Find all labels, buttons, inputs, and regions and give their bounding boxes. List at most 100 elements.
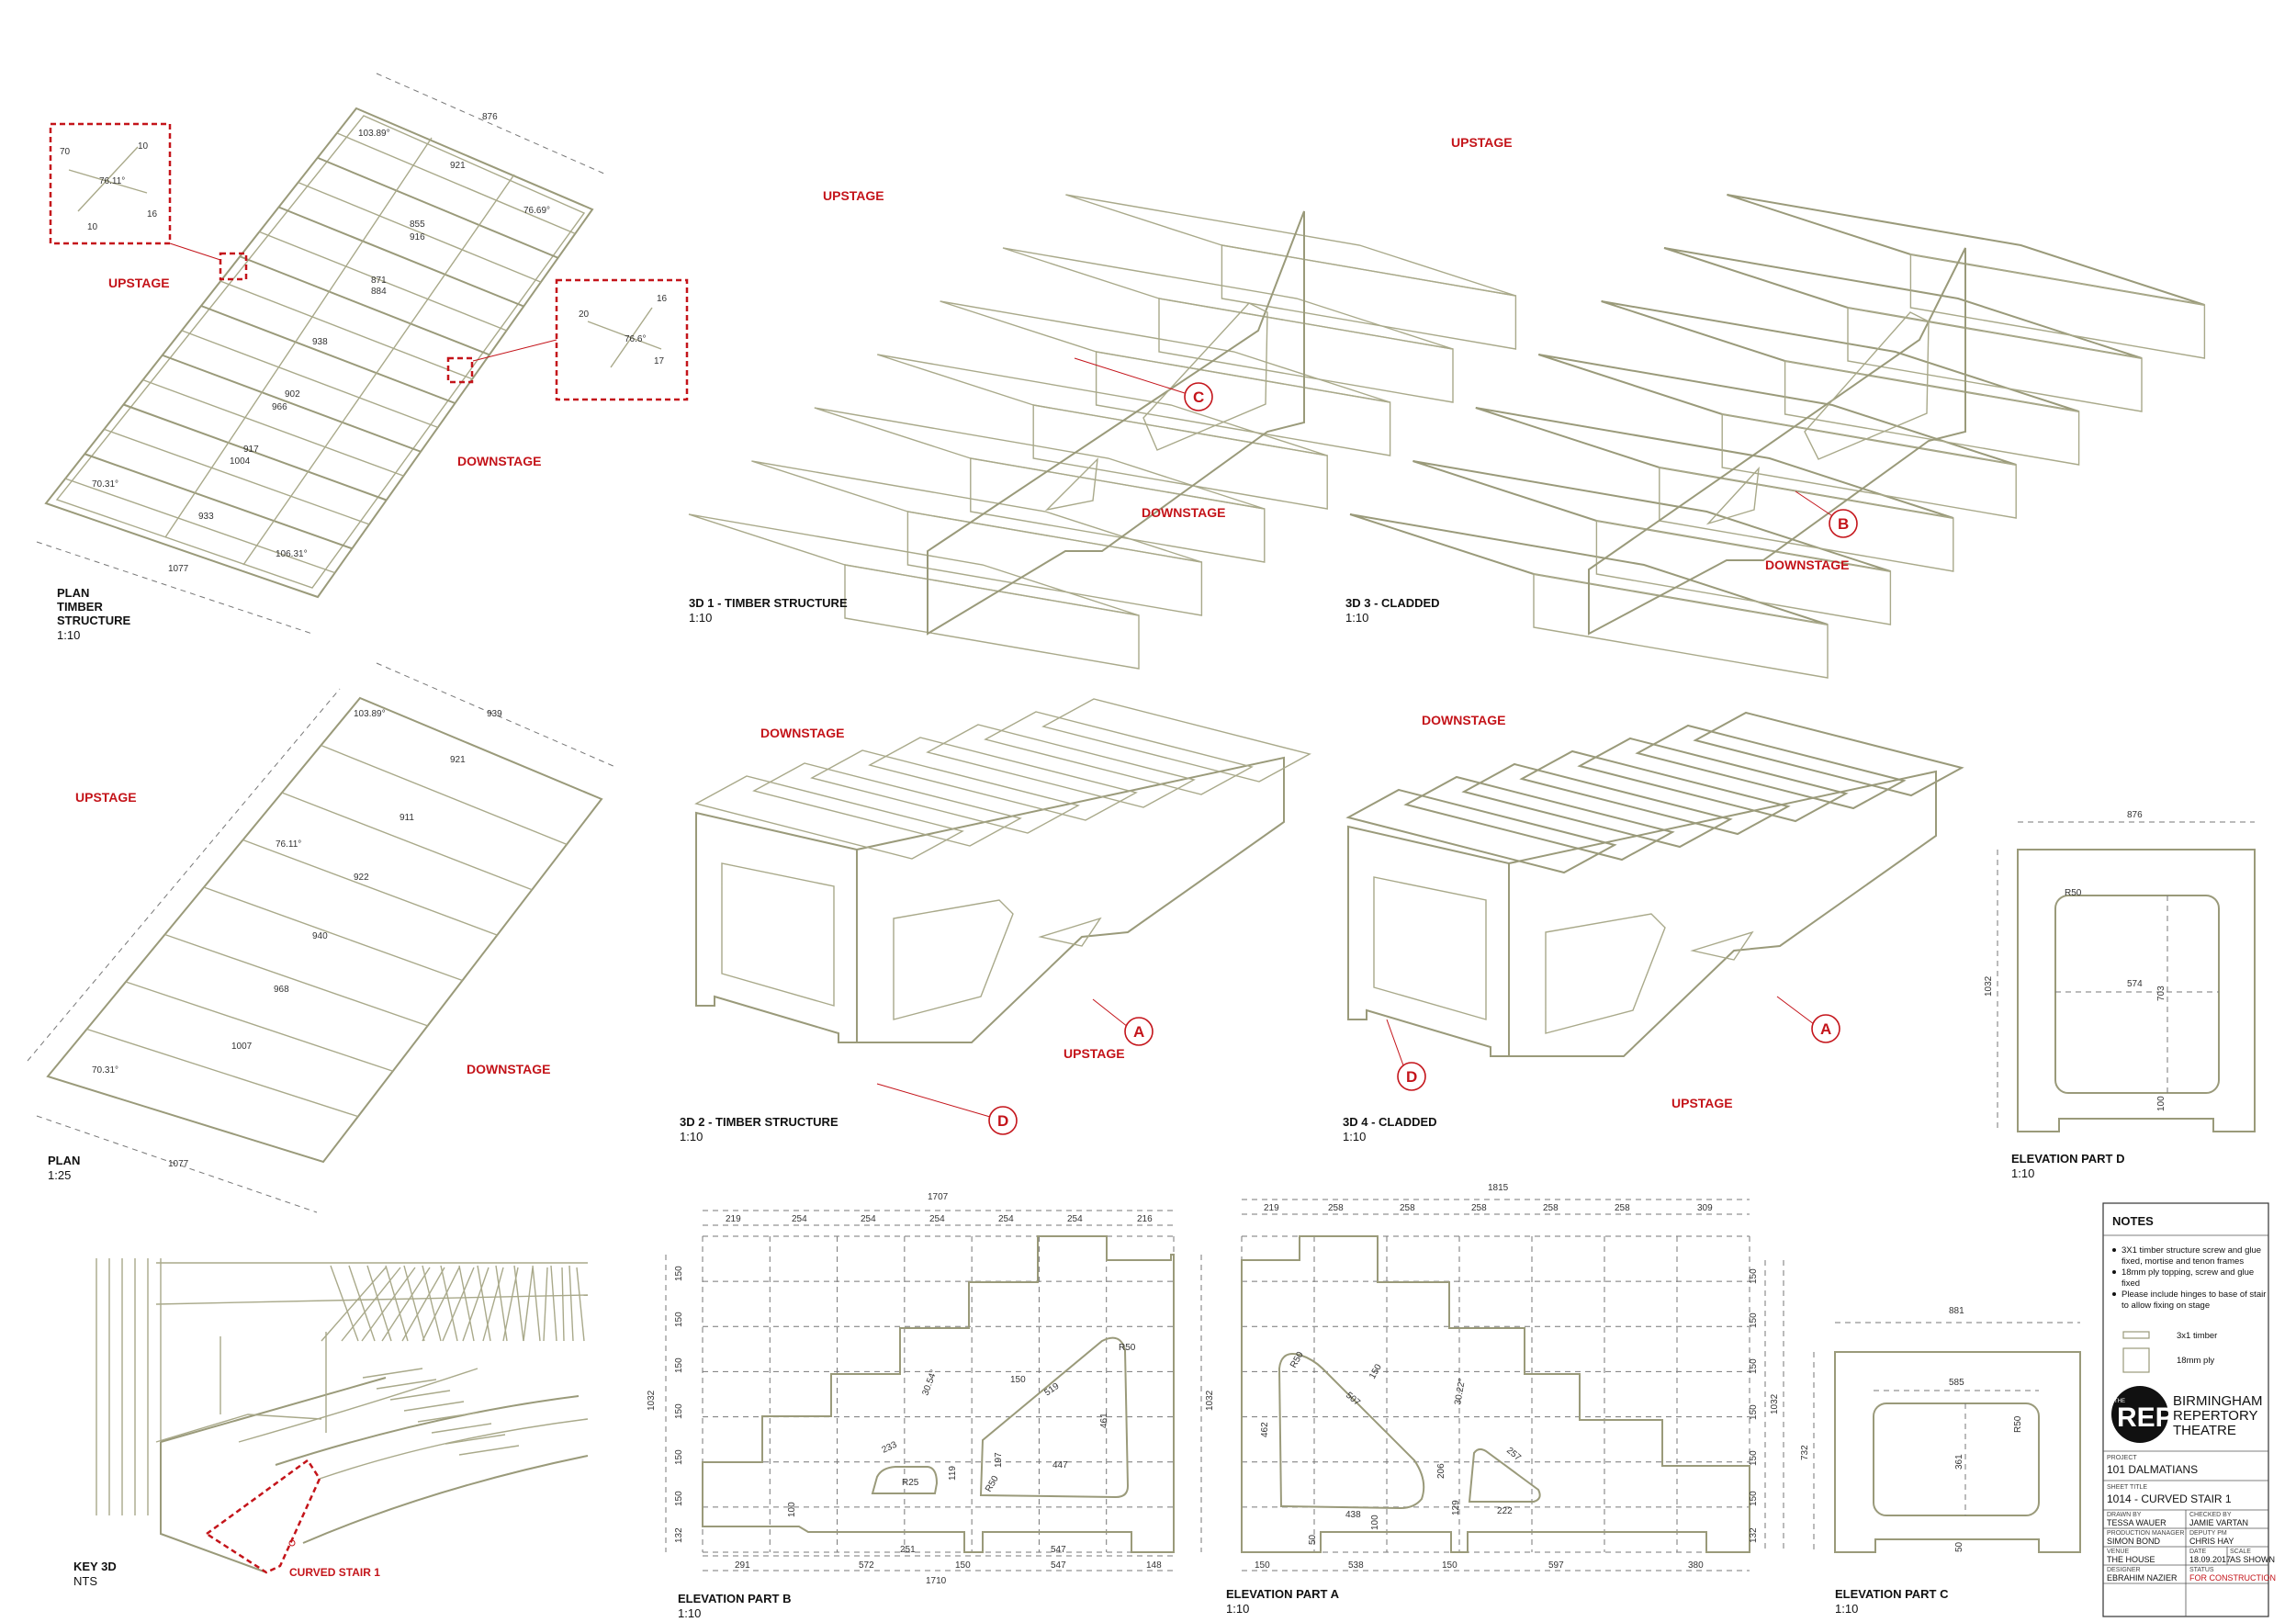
line-segment	[1142, 302, 1268, 451]
line-segment	[927, 210, 1305, 636]
dim-label: 1032	[1984, 975, 1994, 997]
dim-label: 16	[657, 294, 668, 304]
section-tag-a-label: A	[1820, 1020, 1831, 1038]
tb-value: JAMIE VARTAN	[2189, 1518, 2248, 1527]
note-item: fixed, mortise and tenon frames	[2122, 1256, 2244, 1267]
line-segment	[1690, 930, 1754, 961]
line-segment	[1002, 247, 1454, 350]
dim-label: 10	[87, 222, 98, 232]
dim-label: 1004	[230, 456, 251, 467]
upstage-label: UPSTAGE	[75, 790, 137, 805]
view-title: 3D 3 - CLADDED	[1345, 596, 1440, 610]
line-segment	[203, 886, 463, 982]
dim-label: 103.89°	[354, 709, 386, 719]
dim-label: 574	[2127, 979, 2143, 989]
line-segment	[200, 305, 456, 404]
line-segment	[532, 1265, 541, 1342]
dim-label: 50	[1308, 1534, 1318, 1545]
plan-view: 939 921 911 922 940 968 1007 1077 103.89…	[27, 662, 616, 1213]
view-scale: 1:10	[2011, 1166, 2034, 1180]
dim-label: 251	[900, 1545, 916, 1555]
section-tag-a	[1811, 1014, 1840, 1043]
line-segment	[1345, 788, 1617, 874]
dim-label: 876	[2127, 810, 2143, 820]
line-segment	[868, 737, 1138, 821]
plan-timber-structure: 876 921 855 916 871 884 938 902 966 917 …	[36, 73, 689, 642]
dim-label: 703	[2156, 986, 2167, 1001]
line-segment	[1533, 573, 1829, 679]
tb-value: THE HOUSE	[2107, 1555, 2155, 1564]
section-tag-b-label: B	[1838, 515, 1849, 533]
line-segment	[495, 1265, 508, 1342]
dim-label: 1707	[928, 1192, 949, 1202]
dim-label: 150	[674, 1491, 684, 1506]
dim-label: 30.22°	[1453, 1378, 1468, 1406]
line-segment	[181, 330, 439, 429]
elevation-part-d: 876 1032 R50 574 703 100 ELEVATION PART …	[1984, 810, 2256, 1180]
upstage-label: UPSTAGE	[1064, 1046, 1125, 1061]
view-scale: 1:25	[48, 1168, 71, 1182]
dim-label: 132	[1749, 1527, 1759, 1543]
dim-label: 148	[1146, 1560, 1162, 1571]
dim-label: 966	[272, 402, 287, 412]
dim-label: 233	[881, 1440, 899, 1456]
dim-label: 150	[1367, 1362, 1384, 1380]
dim-label: 76.11°	[276, 839, 301, 850]
tb-value: 18.09.2017	[2189, 1555, 2231, 1564]
line-segment	[893, 899, 1014, 1020]
tb-value: SIMON BOND	[2107, 1537, 2161, 1546]
line-segment	[321, 744, 568, 846]
dim-label: 939	[487, 709, 502, 719]
elevation-part-c: 881 585 732 R50 361 50 ELEVATION PART C …	[1800, 1306, 2081, 1616]
tb-label: CHECKED BY	[2189, 1512, 2232, 1518]
line-segment	[302, 1455, 589, 1544]
curved-stair-highlight	[204, 1459, 321, 1574]
dim-label: 968	[274, 985, 289, 995]
line-segment	[155, 1294, 589, 1305]
view-title: ELEVATION PART C	[1835, 1587, 1949, 1601]
line-segment	[1663, 247, 2143, 359]
dim-label: 462	[1260, 1422, 1270, 1437]
line-segment	[389, 1390, 451, 1401]
line-segment	[543, 1267, 548, 1342]
dim-label: 254	[1067, 1214, 1083, 1224]
dim-label: 100	[1370, 1515, 1380, 1530]
line-segment	[278, 206, 524, 308]
dim-label: 291	[735, 1560, 750, 1571]
line-segment	[125, 981, 393, 1072]
downstage-label: DOWNSTAGE	[760, 726, 845, 740]
dim-label: 17	[654, 356, 665, 366]
line-segment	[317, 156, 559, 259]
dim-label: 884	[371, 287, 387, 297]
dim-label: 871	[371, 276, 387, 286]
line-segment	[568, 1265, 574, 1342]
line-segment	[1705, 466, 1760, 525]
note-item: fixed	[2122, 1278, 2140, 1289]
line-segment	[242, 839, 498, 936]
dim-label: 150	[1749, 1312, 1759, 1328]
view-title: TIMBER	[57, 600, 103, 614]
line-segment	[1784, 360, 2080, 466]
dim-label: 106.31°	[276, 549, 308, 559]
dim-label: 206	[1436, 1463, 1446, 1479]
line-segment	[84, 453, 353, 550]
dim-label: 150	[1749, 1404, 1759, 1420]
upstage-label: UPSTAGE	[823, 188, 884, 203]
dim-label: 119	[948, 1466, 958, 1481]
dim-label: 150	[674, 1357, 684, 1373]
dim-label: 572	[859, 1560, 874, 1571]
detail-marker-b	[446, 356, 474, 384]
line-segment	[319, 1418, 589, 1480]
org-name: BIRMINGHAM	[2173, 1393, 2263, 1409]
view-title: PLAN	[57, 586, 89, 600]
dim-label: 258	[1328, 1203, 1344, 1213]
line-segment	[458, 1445, 520, 1456]
line-segment	[1032, 404, 1328, 510]
dim-label: 150	[674, 1312, 684, 1327]
project-name: 101 DALMATIANS	[2107, 1463, 2198, 1476]
line-segment	[1221, 244, 1517, 350]
line-segment	[1545, 913, 1666, 1034]
line-segment	[1588, 247, 1966, 636]
dim-label: 585	[1949, 1378, 1964, 1388]
downstage-label: DOWNSTAGE	[1422, 713, 1506, 727]
